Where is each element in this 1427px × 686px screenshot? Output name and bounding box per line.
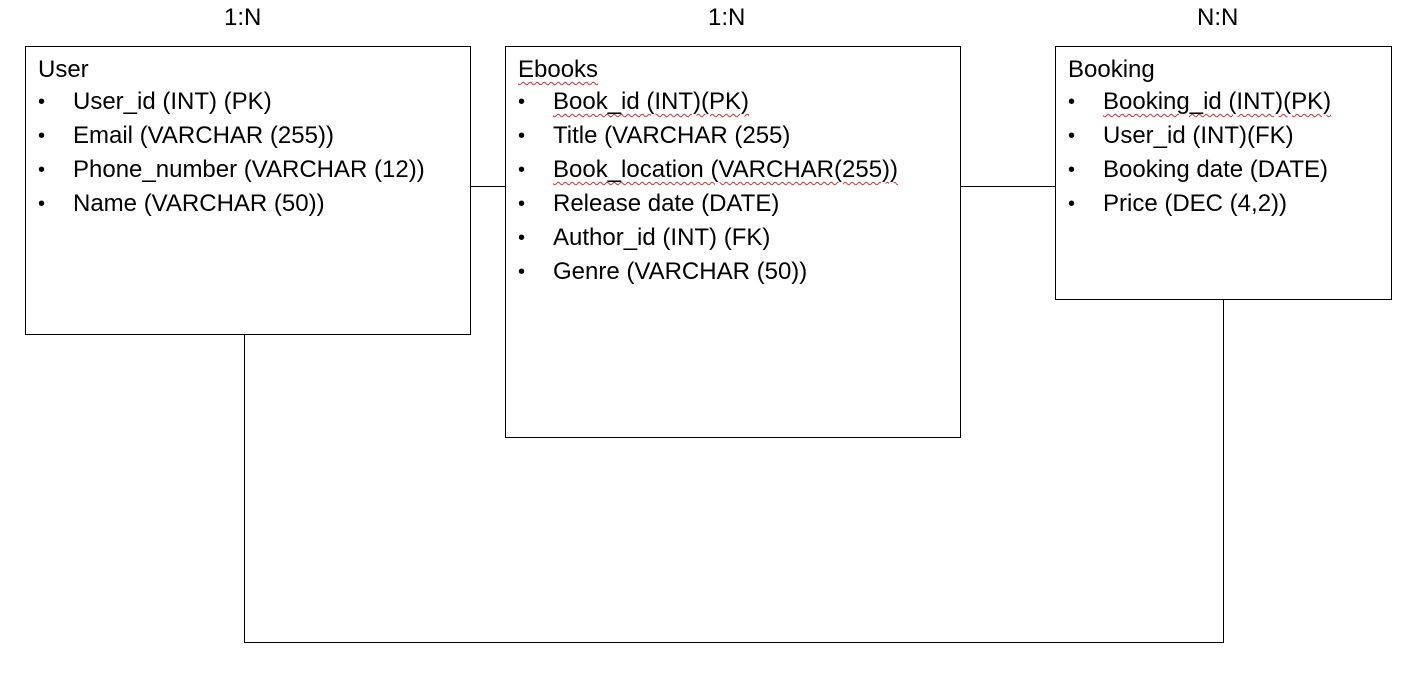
bullet-icon: • — [1068, 91, 1076, 113]
relationship-label-user: 1:N — [224, 4, 262, 31]
bullet-icon: • — [518, 227, 526, 249]
bullet-icon: • — [38, 91, 46, 113]
bullet-icon: • — [1068, 125, 1076, 147]
attribute-item: • Phone_number (VARCHAR (12)) — [38, 153, 470, 187]
entity-booking: Booking • Booking_id (INT)(PK) • User_id (… — [1055, 46, 1392, 300]
attribute-text: Release date (DATE) — [553, 190, 780, 217]
attribute-item: • Release date (DATE) — [518, 187, 960, 221]
relationship-label-booking: N:N — [1197, 4, 1239, 31]
bullet-icon: • — [38, 193, 46, 215]
attribute-text: Booking date (DATE) — [1103, 156, 1328, 183]
attribute-item: • Author_id (INT) (FK) — [518, 221, 960, 255]
connector-user-down — [244, 334, 245, 643]
attribute-item: • Name (VARCHAR (50)) — [38, 187, 470, 221]
connector-ebooks-booking — [960, 186, 1056, 187]
attribute-item: • Book_id (INT)(PK) — [518, 85, 960, 119]
attribute-item: • Price (DEC (4,2)) — [1068, 187, 1391, 221]
attribute-text: Price (DEC (4,2)) — [1103, 190, 1288, 217]
attribute-text: Author_id (INT) (FK) — [553, 224, 771, 251]
connector-bottom — [244, 642, 1224, 643]
attribute-text: Title (VARCHAR (255) — [553, 122, 791, 149]
attribute-text: Genre (VARCHAR (50)) — [553, 258, 808, 285]
attribute-item: • Title (VARCHAR (255) — [518, 119, 960, 153]
attribute-list-user: • User_id (INT) (PK) • Email (VARCHAR (255… — [38, 85, 470, 221]
attribute-item: • Booking_id (INT)(PK) — [1068, 85, 1391, 119]
attribute-item: • Book_location (VARCHAR(255)) — [518, 153, 960, 187]
entity-user: User • User_id (INT) (PK) • Email (VARCHAR… — [25, 46, 471, 335]
bullet-icon: • — [518, 159, 526, 181]
attribute-item: • Email (VARCHAR (255)) — [38, 119, 470, 153]
connector-user-ebooks — [470, 186, 506, 187]
attribute-item: • User_id (INT) (PK) — [38, 85, 470, 119]
bullet-icon: • — [1068, 193, 1076, 215]
bullet-icon: • — [518, 261, 526, 283]
attribute-text: Book_location (VARCHAR(255)) — [553, 156, 899, 183]
relationship-label-ebooks: 1:N — [708, 4, 746, 31]
connector-booking-down — [1223, 299, 1224, 643]
attribute-item: • Booking date (DATE) — [1068, 153, 1391, 187]
attribute-item: • User_id (INT)(FK) — [1068, 119, 1391, 153]
attribute-text: Email (VARCHAR (255)) — [73, 122, 334, 149]
attribute-text: User_id (INT)(FK) — [1103, 122, 1294, 149]
bullet-icon: • — [518, 91, 526, 113]
attribute-item: • Genre (VARCHAR (50)) — [518, 255, 960, 289]
bullet-icon: • — [38, 125, 46, 147]
attribute-text: User_id (INT) (PK) — [73, 88, 272, 115]
bullet-icon: • — [518, 193, 526, 215]
entity-ebooks: Ebooks • Book_id (INT)(PK) • Title (VARCHA… — [505, 46, 961, 438]
attribute-text: Book_id (INT)(PK) — [553, 88, 750, 115]
entity-title-booking: Booking — [1068, 56, 1155, 83]
attribute-text: Booking_id (INT)(PK) — [1103, 88, 1332, 115]
attribute-list-booking: • Booking_id (INT)(PK) • User_id (INT)(FK)… — [1068, 85, 1391, 221]
attribute-list-ebooks: • Book_id (INT)(PK) • Title (VARCHAR (255)… — [518, 85, 960, 289]
bullet-icon: • — [38, 159, 46, 181]
entity-title-user: User — [38, 56, 89, 83]
entity-title-ebooks: Ebooks — [518, 56, 599, 83]
bullet-icon: • — [1068, 159, 1076, 181]
attribute-text: Name (VARCHAR (50)) — [73, 190, 325, 217]
bullet-icon: • — [518, 125, 526, 147]
attribute-text: Phone_number (VARCHAR (12)) — [73, 156, 425, 183]
